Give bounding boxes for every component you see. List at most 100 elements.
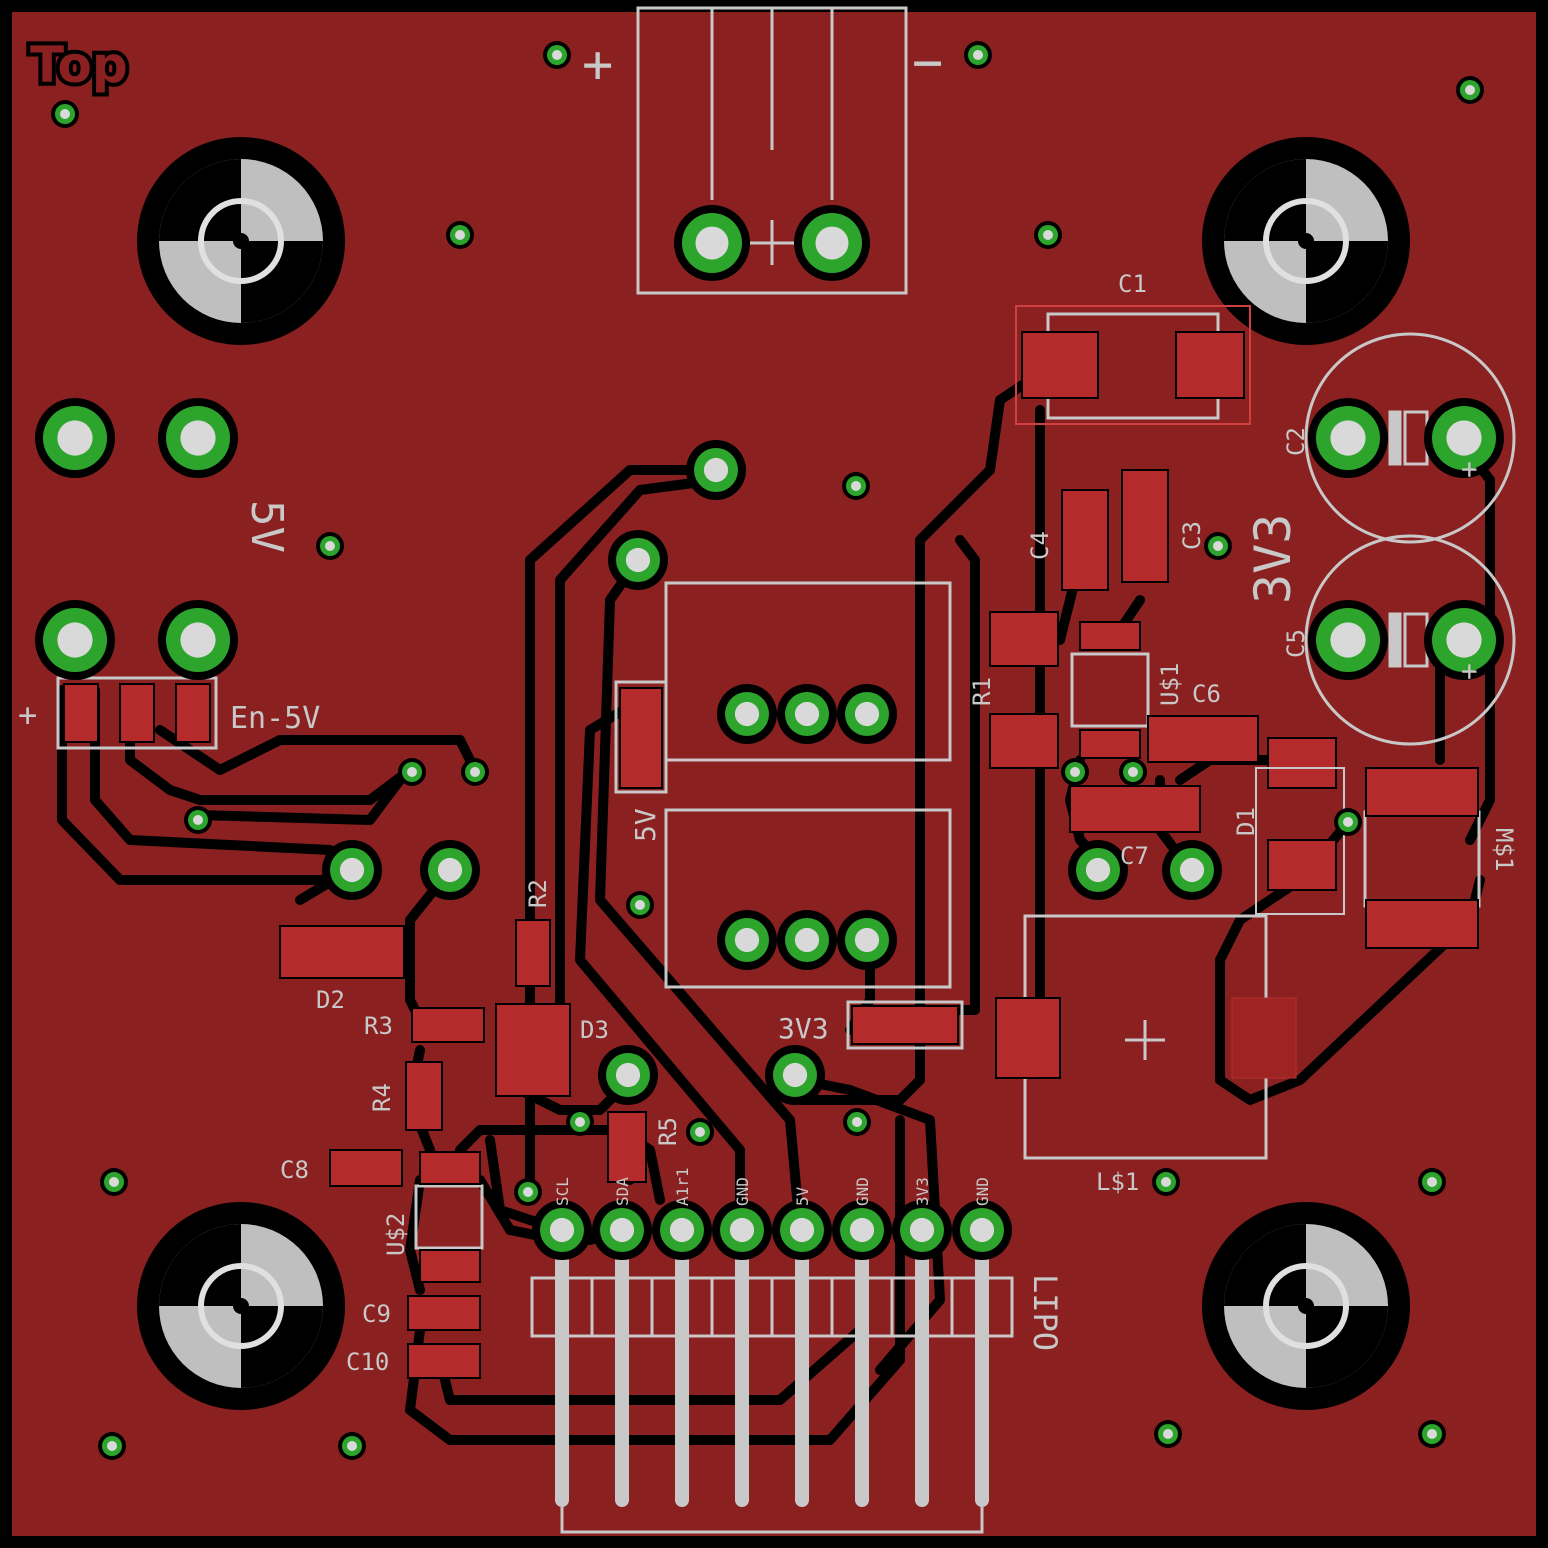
label-3v3-right: 3V3 [1244, 514, 1302, 604]
tht-pad [765, 1045, 825, 1105]
tht-pad [837, 684, 897, 744]
tht-pad [832, 1200, 892, 1260]
mount-hole-bottom-right [1202, 1202, 1410, 1410]
via [1204, 532, 1232, 560]
layer-label-fill: Top [30, 36, 128, 94]
layer-label: Top [30, 36, 128, 94]
label-5v-mid: 5V [629, 808, 662, 842]
capacitor-c1 [1015, 305, 1251, 425]
label-c5: C5 [1282, 629, 1310, 658]
label-r4: R4 [368, 1083, 396, 1112]
label-c9: C9 [362, 1300, 391, 1328]
label-c10: C10 [346, 1348, 389, 1376]
mount-hole-bottom-left [137, 1202, 345, 1410]
tht-pad [674, 205, 750, 281]
pwr-plus-label: + [582, 35, 613, 95]
header-pin-label: GND [733, 1177, 752, 1206]
label-c8: C8 [280, 1156, 309, 1184]
via [686, 1118, 714, 1146]
label-ls1: L$1 [1096, 1168, 1139, 1196]
pwr-minus-label: − [912, 33, 943, 93]
label-c4: C4 [1026, 531, 1054, 560]
power-connector [636, 6, 908, 295]
label-d2: D2 [316, 986, 345, 1014]
tht-pad [158, 398, 238, 478]
regulator-outlines [664, 581, 952, 989]
label-plus-c5: + [1452, 663, 1485, 680]
label-3v3-mid: 3V3 [778, 1012, 829, 1045]
mount-hole-top-right [1202, 137, 1410, 345]
via [100, 1168, 128, 1196]
tht-pad [592, 1200, 652, 1260]
header-pin-label: SDA [613, 1177, 632, 1206]
tht-pad [837, 910, 897, 970]
tht-pad [712, 1200, 772, 1260]
via [566, 1108, 594, 1136]
tht-pad [420, 840, 480, 900]
tht-pad [1308, 398, 1388, 478]
via [1334, 808, 1362, 836]
tht-pad [717, 684, 777, 744]
mounting-holes [137, 137, 1410, 1410]
mount-hole-top-left [137, 137, 345, 345]
tht-pad [772, 1200, 832, 1260]
via [1119, 758, 1147, 786]
tht-pad [608, 530, 668, 590]
tht-pad [1068, 840, 1128, 900]
via [1154, 1420, 1182, 1448]
header-pin-label: 5V [793, 1186, 812, 1206]
via [316, 532, 344, 560]
label-d1: D1 [1232, 807, 1260, 836]
via [98, 1432, 126, 1460]
label-r3: R3 [364, 1012, 393, 1040]
tht-pad [652, 1200, 712, 1260]
via [184, 806, 212, 834]
via [543, 41, 571, 69]
tht-pad [686, 440, 746, 500]
via [1152, 1168, 1180, 1196]
silkscreen-labels: Top Top + − 5V En-5V + 5V 3V3 3V3 C1 C2 … [18, 32, 1518, 1376]
tht-pad [777, 684, 837, 744]
tht-pad [1424, 398, 1504, 478]
tht-pad [35, 600, 115, 680]
tht-pad [717, 910, 777, 970]
smd-pads [56, 469, 1481, 1379]
tht-pad [952, 1200, 1012, 1260]
label-c6: C6 [1192, 680, 1221, 708]
label-r1: R1 [968, 677, 996, 706]
label-us1: U$1 [1156, 663, 1184, 706]
via [1456, 76, 1484, 104]
tht-pad [532, 1200, 592, 1260]
tht-pad [158, 600, 238, 680]
tht-pad [1424, 600, 1504, 680]
via [461, 758, 489, 786]
via [51, 100, 79, 128]
via [843, 1108, 871, 1136]
via [842, 472, 870, 500]
tht-pad [892, 1200, 952, 1260]
tht-pad [598, 1045, 658, 1105]
tht-pad [794, 205, 870, 281]
label-lipo: LIPO [1026, 1274, 1064, 1351]
via [446, 221, 474, 249]
via [338, 1432, 366, 1460]
tht-pad [1308, 600, 1388, 680]
label-5v-left: 5V [241, 500, 292, 553]
tht-pad [1162, 840, 1222, 900]
header-pin-label: SCL [553, 1177, 572, 1206]
via [1418, 1168, 1446, 1196]
label-plus-c2: + [1452, 461, 1485, 478]
via [1061, 758, 1089, 786]
label-r2: R2 [524, 879, 552, 908]
vias [51, 41, 1484, 1460]
label-c2: C2 [1282, 427, 1310, 456]
tht-pad [35, 398, 115, 478]
via [964, 41, 992, 69]
label-ms1: M$1 [1490, 828, 1518, 871]
label-d3: D3 [580, 1016, 609, 1044]
label-us2: U$2 [382, 1213, 410, 1256]
header-pin-label: GND [973, 1177, 992, 1206]
header-pin-label: A1r1 [673, 1167, 692, 1206]
tht-pad [322, 840, 382, 900]
